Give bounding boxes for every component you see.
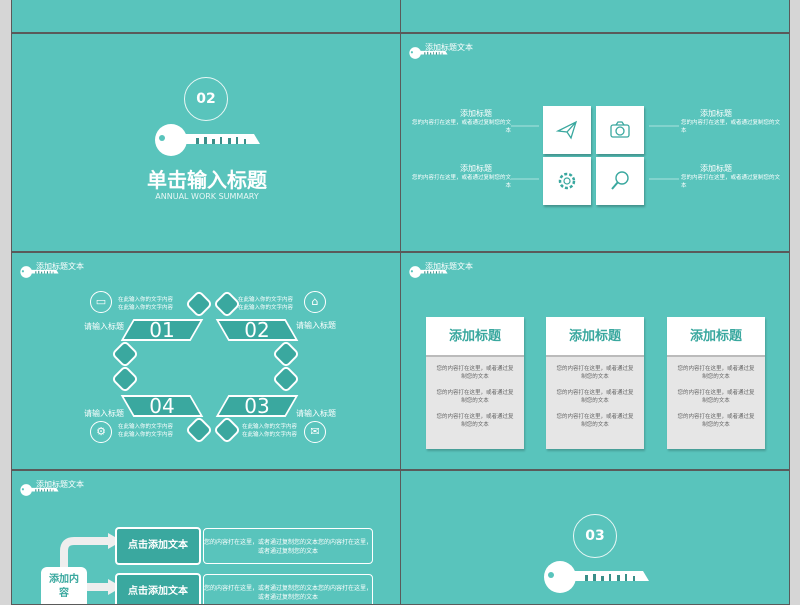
- gear-icon: [558, 172, 576, 190]
- step-01-band: 01: [120, 318, 204, 342]
- step-04-title: 请输入标题: [84, 409, 124, 418]
- header-text: 添加标题文本: [425, 262, 473, 271]
- step-03-title: 请输入标题: [296, 409, 336, 418]
- section-number: 03: [573, 514, 617, 558]
- section-subtitle: ANNUAL WORK SUMMARY: [155, 192, 259, 201]
- slide-three-cards[interactable]: 添加标题文本 添加标题您的内容打在这里，或者通过复制您的文本您的内容打在这里，或…: [400, 252, 790, 470]
- connector-lines: [511, 125, 679, 180]
- grid-item-4: 添加标题 您的内容打在这里，或者通过复制您的文本: [681, 164, 781, 189]
- step-04-band: 04: [120, 394, 204, 418]
- camera-icon: [610, 121, 630, 138]
- gears-icon: ⚙: [90, 421, 112, 443]
- home-icon: ⌂: [304, 291, 326, 313]
- mail-icon: ✉: [304, 421, 326, 443]
- magnifier-icon: [611, 171, 629, 190]
- grid-item-1: 添加标题 您的内容打在这里，或者通过复制您的文本: [411, 109, 511, 134]
- flow-button-1[interactable]: 点击添加文本: [115, 527, 201, 565]
- tile-magnifier[interactable]: [596, 157, 644, 205]
- step-01-text: 在此输入你的文字内容在此输入你的文字内容: [118, 297, 174, 311]
- flow-text-2: 您的内容打在这里，或者通过复制您的文本您的内容打在这里，或者通过复制您的文本: [203, 574, 373, 604]
- step-04-text: 在此输入你的文字内容在此输入你的文字内容: [118, 424, 174, 438]
- step-02-text: 在此输入你的文字内容在此输入你的文字内容: [238, 297, 294, 311]
- header-text: 添加标题文本: [425, 43, 473, 52]
- tile-camera[interactable]: [596, 106, 644, 154]
- slide-ribbon-steps[interactable]: 添加标题文本 01 02 03 04 ▭ ⌂ ✉ ⚙ 在此输入你的文字内容在此输…: [11, 252, 401, 470]
- section-number: 02: [184, 77, 228, 121]
- slide-header: 添加标题文本: [409, 42, 509, 62]
- flow-text-1: 您的内容打在这里，或者通过复制您的文本您的内容打在这里，或者通过复制您的文本: [203, 528, 373, 564]
- key-icon: [153, 122, 265, 158]
- card-1: 添加标题您的内容打在这里，或者通过复制您的文本您的内容打在这里，或者通过复制您的…: [426, 317, 524, 449]
- tile-paper-plane[interactable]: [543, 106, 591, 154]
- flow-source: 添加内容: [41, 567, 87, 604]
- tile-gear[interactable]: [543, 157, 591, 205]
- step-03-text: 在此输入你的文字内容在此输入你的文字内容: [242, 424, 298, 438]
- step-01-title: 请输入标题: [84, 322, 124, 331]
- section-title: 单击输入标题: [147, 168, 267, 192]
- paper-plane-icon: [555, 120, 578, 140]
- slide-icon-grid[interactable]: 添加标题文本 添加标题 您的内容打在这里，或者通过复制您的文本 添加标题 您的内…: [400, 33, 790, 252]
- slide-header: 添加标题文本: [20, 479, 120, 499]
- header-text: 添加标题文本: [36, 480, 84, 489]
- card-2: 添加标题您的内容打在这里，或者通过复制您的文本您的内容打在这里，或者通过复制您的…: [546, 317, 644, 449]
- slide-section-02[interactable]: 02 单击输入标题 ANNUAL WORK SUMMARY: [11, 33, 401, 252]
- step-02-title: 请输入标题: [296, 321, 336, 330]
- key-icon: [542, 559, 654, 595]
- grid-item-3: 添加标题 您的内容打在这里，或者通过复制您的文本: [411, 164, 511, 189]
- slide-header: 添加标题文本: [409, 261, 509, 281]
- step-02-band: 02: [215, 318, 299, 342]
- slide-thumbnail-top-left[interactable]: [11, 0, 401, 33]
- card-3: 添加标题您的内容打在这里，或者通过复制您的文本您的内容打在这里，或者通过复制您的…: [667, 317, 765, 449]
- slide-header: 添加标题文本: [20, 261, 120, 281]
- grid-item-2: 添加标题 您的内容打在这里，或者通过复制您的文本: [681, 109, 781, 134]
- slide-section-03[interactable]: 03: [400, 470, 790, 605]
- header-text: 添加标题文本: [36, 262, 84, 271]
- monitor-icon: ▭: [90, 291, 112, 313]
- slide-flow[interactable]: 添加标题文本 添加内容 点击添加文本 您的内容打在这里，或者通过复制您的文本您的…: [11, 470, 401, 605]
- flow-button-2[interactable]: 点击添加文本: [115, 573, 201, 604]
- step-03-band: 03: [215, 394, 299, 418]
- slide-thumbnail-top-right[interactable]: [400, 0, 790, 33]
